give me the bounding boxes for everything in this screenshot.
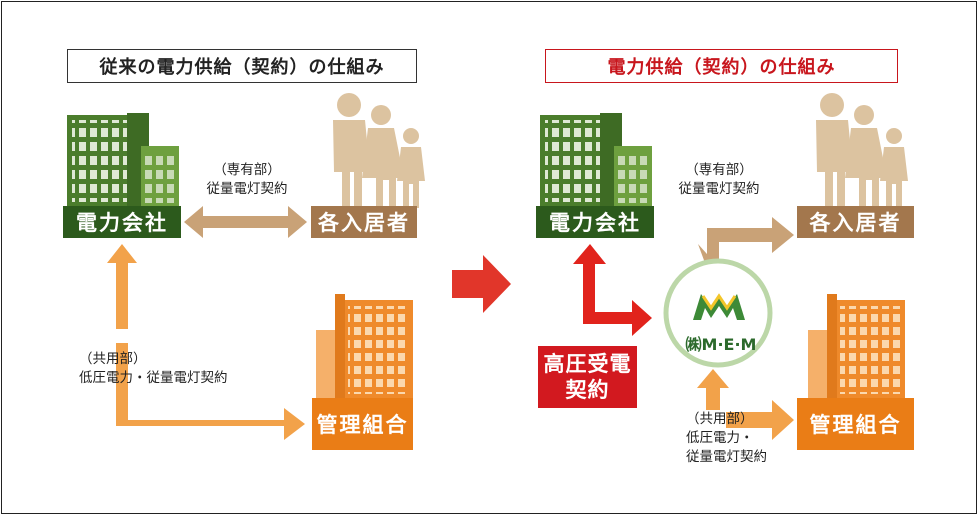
- left-common-note: （共用部） 低圧電力・従量電灯契約: [79, 350, 228, 388]
- family-icon-right: [816, 93, 908, 208]
- right-common-note-line1: （共用部）: [686, 411, 754, 427]
- left-private-note: （専有部） 従量電灯契約: [195, 161, 299, 199]
- common-contract-arrow-left: [107, 244, 305, 440]
- right-residents-label: 各入居者: [797, 206, 914, 238]
- right-private-note-line1: （専有部）: [685, 162, 753, 178]
- high-voltage-line2: 契約: [565, 378, 610, 402]
- left-residents-label: 各入居者: [311, 206, 417, 238]
- right-management-label: 管理組合: [797, 398, 914, 450]
- left-private-note-line1: （専有部）: [213, 162, 281, 178]
- right-common-note-line3: 従量電灯契約: [686, 449, 767, 465]
- left-common-note-line1: （共用部）: [79, 351, 147, 367]
- left-power-company-label: 電力会社: [63, 206, 181, 238]
- left-management-label: 管理組合: [312, 398, 413, 450]
- orange-building-icon-right: [808, 294, 905, 398]
- common-contract-arrow-right: [697, 369, 794, 440]
- mem-logo-icon: [663, 258, 773, 368]
- contract-arrow-left: [184, 206, 307, 238]
- right-common-note-line2: 低圧電力・: [686, 430, 754, 446]
- right-private-note-line2: 従量電灯契約: [678, 181, 760, 197]
- high-voltage-arrow: [573, 244, 652, 336]
- family-icon-left: [333, 93, 425, 208]
- building-icon-left: [67, 113, 179, 207]
- right-power-company-label: 電力会社: [536, 206, 654, 238]
- left-title: 従来の電力供給（契約）の仕組み: [67, 49, 417, 83]
- left-private-note-line2: 従量電灯契約: [206, 181, 288, 197]
- high-voltage-label: 高圧受電 契約: [538, 346, 637, 408]
- building-icon-right: [540, 113, 652, 207]
- orange-building-icon-left: [316, 294, 413, 398]
- right-title: 電力供給（契約）の仕組み: [545, 49, 898, 83]
- right-private-note: （専有部） 従量電灯契約: [666, 161, 772, 199]
- mem-company-label: ㈱M·E·M: [685, 335, 757, 354]
- high-voltage-line1: 高圧受電: [543, 352, 632, 376]
- right-common-note: （共用部） 低圧電力・ 従量電灯契約: [686, 410, 767, 467]
- left-common-note-line2: 低圧電力・従量電灯契約: [79, 370, 228, 386]
- right-arrow-icon: [452, 255, 511, 313]
